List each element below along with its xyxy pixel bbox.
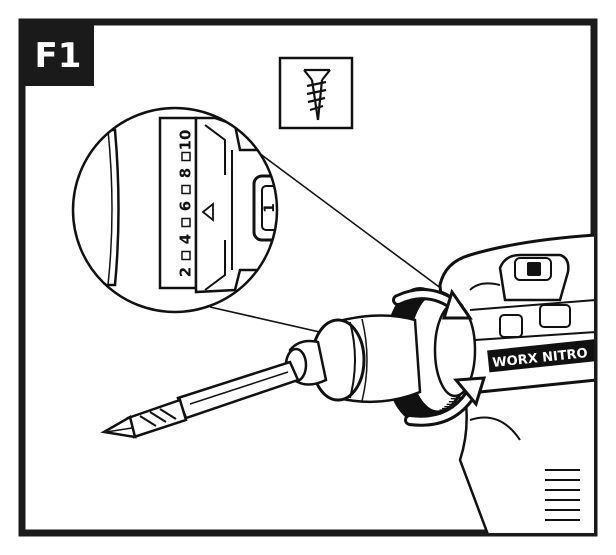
torque-scale-label: 6 — [177, 201, 195, 211]
torque-scale-marker — [181, 217, 191, 228]
brand-band — [487, 338, 594, 373]
torque-scale-label: 10 — [177, 130, 195, 151]
rotation-arrow-icon — [392, 288, 487, 427]
screw-icon — [278, 56, 354, 130]
callout-line-top — [254, 149, 451, 296]
screwdriver-bit — [100, 398, 188, 439]
handle-grip-texture — [545, 469, 580, 521]
torque-scale-marker — [181, 151, 191, 162]
dial-pointer-icon — [201, 202, 214, 222]
figure-label: F1 — [35, 36, 82, 76]
torque-scale-label: 4 — [177, 234, 195, 244]
torque-scale: 2 4 6 8 10 — [177, 130, 195, 278]
figure-label-badge: F1 — [22, 22, 94, 86]
torque-scale-marker — [181, 250, 191, 261]
gear-selector — [498, 253, 570, 302]
gear-marker: 1 — [262, 203, 278, 213]
torque-scale-label: 8 — [177, 168, 195, 178]
torque-scale-label: 2 — [177, 267, 195, 277]
torque-scale-marker — [181, 184, 191, 195]
